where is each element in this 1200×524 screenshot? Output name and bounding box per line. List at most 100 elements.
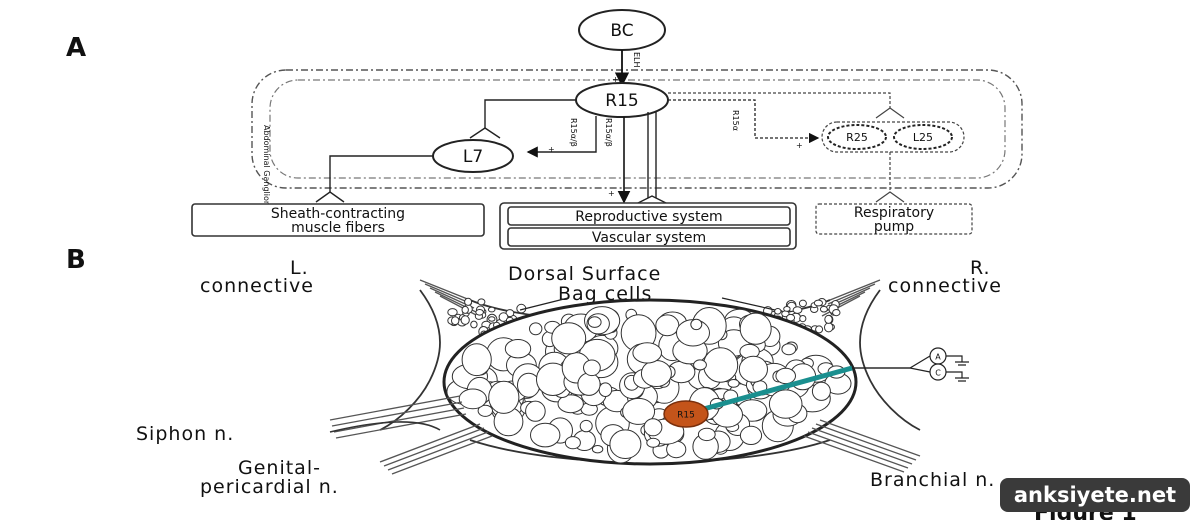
bag-cell xyxy=(488,316,496,322)
ground-wire-c xyxy=(946,371,963,378)
respiratory-box xyxy=(815,203,973,235)
right-outline-curve xyxy=(859,289,921,431)
siphon-nerve-fibers xyxy=(329,395,467,439)
siphon-nerve-outline xyxy=(329,421,441,433)
bc-neuron-label: BC xyxy=(610,21,633,41)
l25-neuron-label: L25 xyxy=(913,131,933,144)
ground-a-icon xyxy=(955,361,969,366)
bag-cell xyxy=(470,320,478,329)
ground-wire-a xyxy=(946,355,963,362)
bag-cell xyxy=(447,308,458,317)
sheath-label-line2: muscle fibers xyxy=(291,220,385,236)
bag-cell xyxy=(819,305,828,313)
pump-synapse xyxy=(875,191,905,203)
ganglion-neuron xyxy=(557,394,584,414)
electrode-wire-c xyxy=(852,367,931,373)
r15a-label: R15α xyxy=(731,110,740,131)
ganglion-neuron xyxy=(504,339,532,359)
genital-nerve-fibers xyxy=(379,423,493,475)
bag-cell xyxy=(799,315,807,323)
bag-cell xyxy=(464,297,473,306)
ganglion-neuron xyxy=(458,388,487,410)
siphon-nerve-label: Siphon n. xyxy=(136,423,234,445)
ganglion-neuron xyxy=(632,342,663,364)
bag-cell xyxy=(475,309,484,316)
sheath-box xyxy=(191,203,485,237)
ganglion-neuron xyxy=(697,427,716,442)
watermark-badge: anksiyete.net xyxy=(1000,478,1190,512)
panel-b-label: B xyxy=(66,245,86,275)
ganglion-neuron xyxy=(525,400,546,422)
ganglion-neuron xyxy=(738,355,769,383)
dorsal-surface-label: Dorsal Surface xyxy=(508,263,661,285)
r15-l7-arrow xyxy=(526,116,597,158)
r25-l25-group xyxy=(821,121,965,153)
l7-plus: + xyxy=(548,145,555,154)
bag-cell xyxy=(824,314,833,324)
ganglion-neuron xyxy=(739,312,772,345)
ganglion-neuron xyxy=(529,322,543,336)
ganglion-neuron xyxy=(461,343,492,377)
respiratory-label-line1: Respiratory xyxy=(854,205,934,221)
bag-cell xyxy=(774,308,782,315)
bag-cell xyxy=(461,305,469,314)
r25-synapse xyxy=(875,107,905,119)
ganglion-neuron xyxy=(640,360,672,387)
ganglion-neuron xyxy=(591,445,604,454)
elh-plus: + xyxy=(612,75,619,84)
bag-cell xyxy=(451,316,460,326)
l7-to-sheath-line xyxy=(329,155,433,192)
r15ab-left-label: R15α/β xyxy=(569,118,578,147)
ground-c-icon xyxy=(955,377,969,382)
l7-synapse xyxy=(469,127,501,139)
ganglion-neuron xyxy=(646,437,661,448)
r25-neuron xyxy=(827,124,887,150)
respiratory-label-line2: pump xyxy=(874,219,914,235)
l7-neuron-label: L7 xyxy=(463,147,483,167)
ganglion-neuron xyxy=(577,372,601,396)
bag-cell xyxy=(798,299,807,308)
ganglion-neurons xyxy=(446,306,852,464)
branchial-nerve-label: Branchial n. xyxy=(870,469,995,491)
r25-neuron-label: R25 xyxy=(846,131,868,144)
ganglion-neuron xyxy=(551,322,587,355)
ganglion-neuron xyxy=(579,419,593,433)
vasc-synapse xyxy=(635,195,669,205)
ganglion-neuron xyxy=(703,347,739,383)
r15-cell-label: R15 xyxy=(677,411,695,421)
reproductive-box xyxy=(507,206,791,226)
bag-cell xyxy=(792,306,803,314)
amplifier-a-label: A xyxy=(935,353,941,362)
ganglion-neuron xyxy=(488,380,520,414)
ganglion-outline-outer xyxy=(251,69,1023,189)
genital-nerve-label-line2: pericardial n. xyxy=(200,476,339,498)
bag-cell xyxy=(460,315,470,325)
ganglion-neuron xyxy=(655,314,680,337)
ganglion-neuron xyxy=(727,379,740,388)
r15-cell xyxy=(663,400,709,428)
bag-cell xyxy=(815,325,824,334)
bag-cell xyxy=(477,298,486,306)
r15-to-r25-arrow xyxy=(668,99,820,144)
sheath-label-line1: Sheath-contracting xyxy=(271,206,405,222)
r-connective-label-line2: connective xyxy=(888,275,1002,297)
ganglion-neuron xyxy=(530,422,561,448)
bag-cells-pointer-right xyxy=(721,297,776,311)
branchial-nerve-fibers xyxy=(803,419,921,473)
abdominal-ganglion-label: Abdominal Ganglion xyxy=(262,125,271,206)
ganglion-neuron xyxy=(598,382,613,398)
ganglion-neuron xyxy=(693,359,707,371)
r15-to-l7-line xyxy=(484,99,576,128)
ganglion-neuron xyxy=(781,343,797,356)
bag-cells-left-cluster xyxy=(447,297,527,338)
ganglion-neuron xyxy=(768,389,803,419)
amplifier-c-label: C xyxy=(935,369,941,378)
l-connective-label-line2: connective xyxy=(200,275,314,297)
repro-plus: + xyxy=(608,189,615,198)
bag-cell xyxy=(783,306,791,312)
bag-cells-pointer-left xyxy=(519,297,569,311)
bag-cell xyxy=(824,322,834,333)
l25-neuron xyxy=(893,124,953,150)
sheath-synapse xyxy=(315,191,345,203)
